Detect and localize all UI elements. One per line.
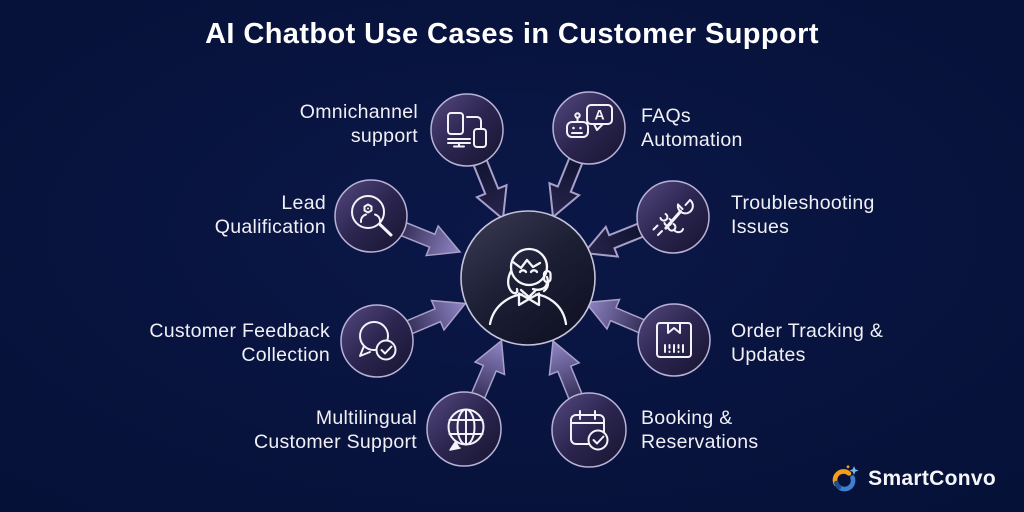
node-omnichannel-support xyxy=(430,93,504,167)
calendar-check-icon xyxy=(570,410,609,451)
lead-search-icon xyxy=(351,195,393,237)
brand-name: SmartConvo xyxy=(868,467,996,490)
smartconvo-logo-icon xyxy=(832,465,859,492)
label-multilingual-customer-support: Multilingual Customer Support xyxy=(253,407,417,453)
feedback-chat-check-icon xyxy=(359,321,397,361)
brand-logo: SmartConvo xyxy=(831,464,996,494)
node-troubleshooting-issues xyxy=(636,180,710,254)
support-agent-icon xyxy=(488,247,568,326)
robot-chat-icon: A xyxy=(566,104,613,138)
wrench-hand-icon xyxy=(652,199,694,236)
node-booking-reservations xyxy=(551,392,627,468)
label-customer-feedback-collection: Customer Feedback Collection xyxy=(149,320,330,366)
node-customer-feedback-collection xyxy=(340,304,414,378)
node-order-tracking-updates xyxy=(637,303,711,377)
center-node xyxy=(460,210,596,346)
label-order-tracking-updates: Order Tracking & Updates xyxy=(731,320,884,366)
devices-icon xyxy=(447,112,487,148)
node-faqs-automation: A xyxy=(552,91,626,165)
label-faqs-automation: FAQs Automation xyxy=(641,105,743,151)
label-booking-reservations: Booking & Reservations xyxy=(641,407,759,453)
node-multilingual-customer-support xyxy=(426,391,502,467)
label-lead-qualification: Lead Qualification xyxy=(214,192,326,238)
label-omnichannel-support: Omnichannel support xyxy=(299,101,418,147)
package-box-icon xyxy=(656,322,692,358)
globe-language-icon xyxy=(447,408,485,451)
svg-text:A: A xyxy=(594,107,604,123)
label-troubleshooting-issues: Troubleshooting Issues xyxy=(731,192,875,238)
node-lead-qualification xyxy=(334,179,408,253)
page-title: AI Chatbot Use Cases in Customer Support xyxy=(205,18,819,50)
